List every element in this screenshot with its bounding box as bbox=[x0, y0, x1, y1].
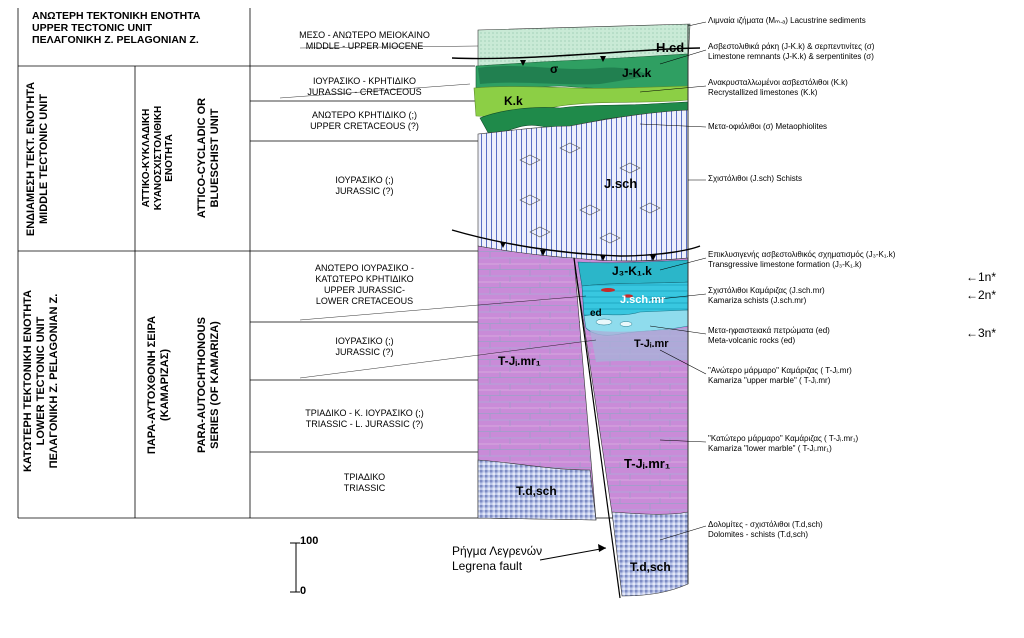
legend-entry: Λιμναία ιζήματα (Mₘ.ₐ) Lacustrine sedime… bbox=[708, 16, 866, 25]
middle-unit-line: ΕΝΔΙΑΜΕΣΗ ΤΕΚΤ. ΕΝΟΤΗΤΑ bbox=[25, 81, 37, 237]
legend-entry: "Ανώτερο μάρμαρο" Καμάριζας ( T-Jᵢ.mr)Ka… bbox=[708, 366, 852, 385]
lower-unit-line: ΚΑΤΩΤΕΡΗ ΤΕΚΤΟΝΙΚΗ ΕΝΟΤΗΤΑ bbox=[22, 289, 34, 473]
middle-sub-gr-line: ΚΥΑΝΟΣΧΙΣΤΟΛΙΘΙΚΗ bbox=[152, 105, 164, 211]
formation-label-lower-marble-left: T-Jᵢ.mr₁ bbox=[498, 354, 541, 368]
legend-entry: Δολομίτες - σχιστόλιθοι (T.d,sch)Dolomit… bbox=[708, 520, 823, 539]
layer-serpentinite bbox=[478, 66, 650, 85]
geologic-column bbox=[451, 23, 701, 599]
lower-sub-gr-line: (ΚΑΜΑΡΙΖΑΣ) bbox=[159, 349, 171, 421]
formation-label-transgressive: J₃-K₁.k bbox=[612, 264, 652, 278]
formation-label-upper-marble: T-Jᵢ.mr bbox=[634, 338, 669, 350]
formation-label-kamariza-schist: J.sch.mr bbox=[620, 294, 666, 306]
volcanic-lens bbox=[619, 321, 633, 327]
volcanic-lens bbox=[595, 318, 613, 326]
upper-unit-label: ΑΝΩΤΕΡΗ ΤΕΚΤΟΝΙΚΗ ΕΝΟΤΗΤΑ UPPER TECTONIC… bbox=[32, 10, 252, 46]
sample-marker-3n: ←3n* bbox=[966, 326, 997, 340]
lower-sub-gr-label: ΠΑΡΑ-ΑΥΤΟΧΘΟΝΗ ΣΕΙΡΑ (ΚΑΜΑΡΙΖΑΣ) bbox=[146, 300, 172, 470]
legend-entry: Σχιστόλιθοι (J.sch) Schists bbox=[708, 174, 802, 183]
formation-label-dolomite-right: T.d,sch bbox=[630, 560, 671, 574]
middle-unit-line: MIDDLE TECTONIC UNIT bbox=[38, 94, 50, 224]
lower-unit-line: ΠΕΛΑΓΟΝΙΚΗ Ζ. PELAGONIAN Z. bbox=[48, 293, 60, 469]
formation-label-hcd: H.cd bbox=[656, 40, 685, 55]
legend-entry: Μετα-ηφαιστειακά πετρώματα (ed)Meta-volc… bbox=[708, 326, 830, 345]
middle-sub-gr-label: ΑΤΤΙΚΟ-ΚΥΚΛΑΔΙΚΗ ΚΥΑΝΟΣΧΙΣΤΟΛΙΘΙΚΗ ΕΝΟΤΗ… bbox=[141, 68, 176, 248]
lower-sub-en-line: PARA-AUTOCHTHONOUS bbox=[196, 317, 208, 453]
formation-label-jsch: J.sch bbox=[604, 176, 638, 191]
layer-jsch bbox=[477, 109, 689, 262]
legend-entry: "Κατώτερο μάρμαρο" Καμάριζας ( T-Jᵢ.mr₁)… bbox=[708, 434, 859, 453]
fault-label-gr: Ρήγμα Λεγρενών bbox=[452, 544, 543, 558]
layer-upper-marble bbox=[590, 328, 688, 362]
layer-dolomite-left bbox=[477, 459, 597, 521]
fault-arrow bbox=[539, 547, 607, 561]
red-fleck bbox=[601, 288, 615, 292]
table-frame bbox=[17, 8, 640, 519]
age-label: ΑΝΩΤΕΡΟ ΚΡΗΤΙΔΙΚΟ (;)UPPER CRETACEOUS (?… bbox=[310, 110, 419, 131]
formation-label-serpentinite: σ bbox=[550, 62, 559, 76]
scale-bottom-label: 0 bbox=[300, 585, 307, 597]
middle-sub-en-label: ATTICO-CYCLADIC OR BLUESCHIST UNIT bbox=[196, 68, 222, 248]
leader-lines bbox=[279, 21, 707, 541]
middle-sub-gr-line: ΑΤΤΙΚΟ-ΚΥΚΛΑΔΙΚΗ bbox=[141, 108, 152, 208]
upper-unit-line: ΠΕΛΑΓΟΝΙΚΗ Ζ. PELAGONIAN Z. bbox=[32, 34, 199, 46]
formation-label-ed: ed bbox=[590, 308, 602, 319]
fault-arrowhead bbox=[598, 544, 606, 552]
legend-entry: Ασβεστολιθικά ράκη (J-K.k) & σερπεντινίτ… bbox=[708, 42, 875, 61]
layer-dolomite-right bbox=[611, 511, 689, 597]
thrust-middle bbox=[451, 229, 701, 257]
lower-unit-label: ΚΑΤΩΤΕΡΗ ΤΕΚΤΟΝΙΚΗ ΕΝΟΤΗΤΑ LOWER TECTONI… bbox=[22, 250, 61, 512]
age-label: ΤΡΙΑΔΙΚΟ - Κ. ΙΟΥΡΑΣΙΚΟ (;)TRIASSIC - L.… bbox=[305, 408, 424, 429]
fault-label-en: Legrena fault bbox=[452, 559, 523, 573]
upper-unit-line: ΑΝΩΤΕΡΗ ΤΕΚΤΟΝΙΚΗ ΕΝΟΤΗΤΑ bbox=[32, 10, 201, 22]
middle-sub-gr-line: ΕΝΟΤΗΤΑ bbox=[164, 134, 175, 182]
red-fleck bbox=[623, 294, 633, 298]
middle-sub-en-line: ATTICO-CYCLADIC OR bbox=[196, 97, 208, 219]
formation-label-lower-marble-right: T-Jᵢ.mr₁ bbox=[624, 456, 671, 471]
legend-entry: Σχιστόλιθοι Καμάριζας (J.sch.mr)Kamariza… bbox=[708, 286, 825, 305]
middle-sub-en-line: BLUESCHIST UNIT bbox=[209, 108, 221, 208]
sample-marker-2n: ←2n* bbox=[966, 288, 997, 302]
layer-marble-left bbox=[477, 245, 597, 521]
lower-sub-en-label: PARA-AUTOCHTHONOUS SERIES (OF KAMARIZA) bbox=[196, 300, 222, 470]
formation-label-kk: K.k bbox=[504, 94, 523, 108]
legend-entry: Μετα-οφιόλιθοι (σ) Metaophiolites bbox=[708, 122, 828, 131]
formation-label-dolomite-left: T.d,sch bbox=[516, 484, 557, 498]
scale-top-label: 100 bbox=[300, 535, 319, 547]
upper-unit-line: UPPER TECTONIC UNIT bbox=[32, 22, 152, 34]
legend-entry: Επικλυσιγενής ασβεστολιθικός σχηματισμός… bbox=[708, 250, 896, 269]
age-label: ΙΟΥΡΑΣΙΚΟ (;)JURASSIC (?) bbox=[335, 175, 394, 196]
lower-sub-gr-line: ΠΑΡΑ-ΑΥΤΟΧΘΟΝΗ ΣΕΙΡΑ bbox=[146, 315, 158, 455]
formation-label-jkk: J-K.k bbox=[622, 66, 652, 80]
sample-marker-1n: ←1n* bbox=[966, 270, 997, 284]
middle-unit-label: ΕΝΔΙΑΜΕΣΗ ΤΕΚΤ. ΕΝΟΤΗΤΑ MIDDLE TECTONIC … bbox=[25, 68, 51, 250]
legrena-fault-line bbox=[573, 257, 621, 599]
lower-sub-en-line: SERIES (OF KAMARIZA) bbox=[209, 321, 221, 449]
legend-entry: Ανακρυσταλλωμένοι ασβεστόλιθοι (K.k)Recr… bbox=[708, 78, 848, 97]
lower-unit-line: LOWER TECTONIC UNIT bbox=[35, 316, 47, 446]
thrust-upper bbox=[451, 47, 701, 60]
scale-bar bbox=[290, 542, 300, 593]
age-label: ΙΟΥΡΑΣΙΚΟ (;)JURASSIC (?) bbox=[335, 336, 394, 357]
fault-label: Ρήγμα Λεγρενών Legrena fault bbox=[452, 544, 542, 574]
